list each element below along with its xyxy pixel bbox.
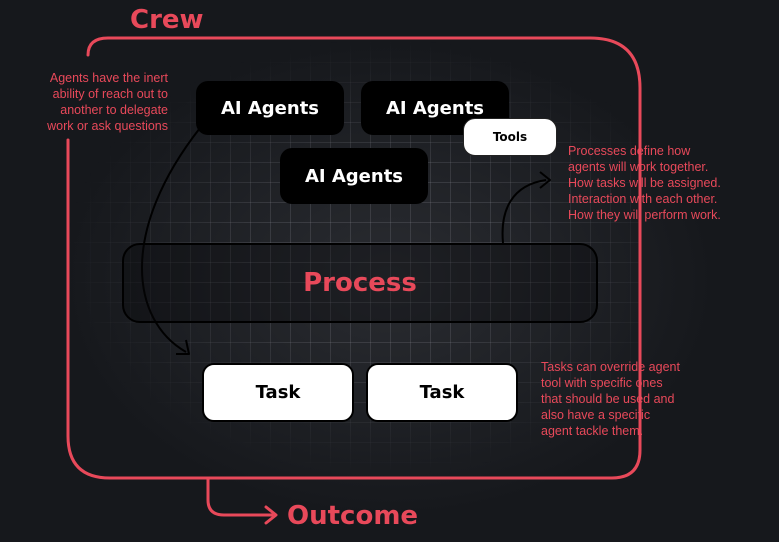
ai-agent-box-3[interactable]: AI Agents (280, 148, 428, 204)
task-box-2[interactable]: Task (366, 363, 518, 422)
tasks-note: Tasks can override agent tool with speci… (541, 359, 680, 439)
task-box-1[interactable]: Task (202, 363, 354, 422)
tasks-note-line: tool with specific ones (541, 376, 663, 390)
process-box[interactable]: Process (122, 243, 598, 323)
agents-to-task-curve (141, 127, 201, 353)
ai-agent-box-2[interactable]: AI Agents (361, 81, 509, 135)
outcome-arrow-head (264, 505, 278, 525)
background-grid (70, 42, 640, 472)
tasks-note-line: Tasks can override agent (541, 360, 680, 374)
tasks-note-line: that should be used and (541, 392, 675, 406)
agents-note-line: Agents have the inert (49, 71, 168, 85)
outcome-title: Outcome (287, 501, 419, 531)
agents-to-task-arrowhead (176, 339, 190, 355)
agents-note-line: another to delegate (60, 103, 168, 117)
outcome-arrow-line (206, 476, 274, 517)
process-callout-curve (501, 179, 547, 244)
process-label: Process (303, 268, 417, 298)
ai-agent-box-1[interactable]: AI Agents (196, 81, 344, 135)
crew-boundary (66, 36, 642, 480)
process-callout-arrowhead (539, 171, 551, 189)
process-note-line: agents will work together. (568, 160, 709, 174)
tools-badge[interactable]: Tools (463, 118, 557, 156)
agents-note-line: ability of reach out to (52, 87, 168, 101)
process-note-line: How tasks will be assigned. (568, 176, 721, 190)
agents-note-line: work or ask questions (47, 119, 168, 133)
process-note-line: Interaction with each other. (568, 192, 718, 206)
crew-title: Crew (130, 5, 204, 35)
process-note-line: How they will perform work. (568, 208, 721, 222)
process-note: Processes define how agents will work to… (568, 143, 721, 223)
tasks-note-line: also have a specific (541, 408, 651, 422)
agents-note: Agents have the inert ability of reach o… (20, 70, 168, 134)
tasks-note-line: agent tackle them. (541, 424, 644, 438)
process-note-line: Processes define how (568, 144, 691, 158)
